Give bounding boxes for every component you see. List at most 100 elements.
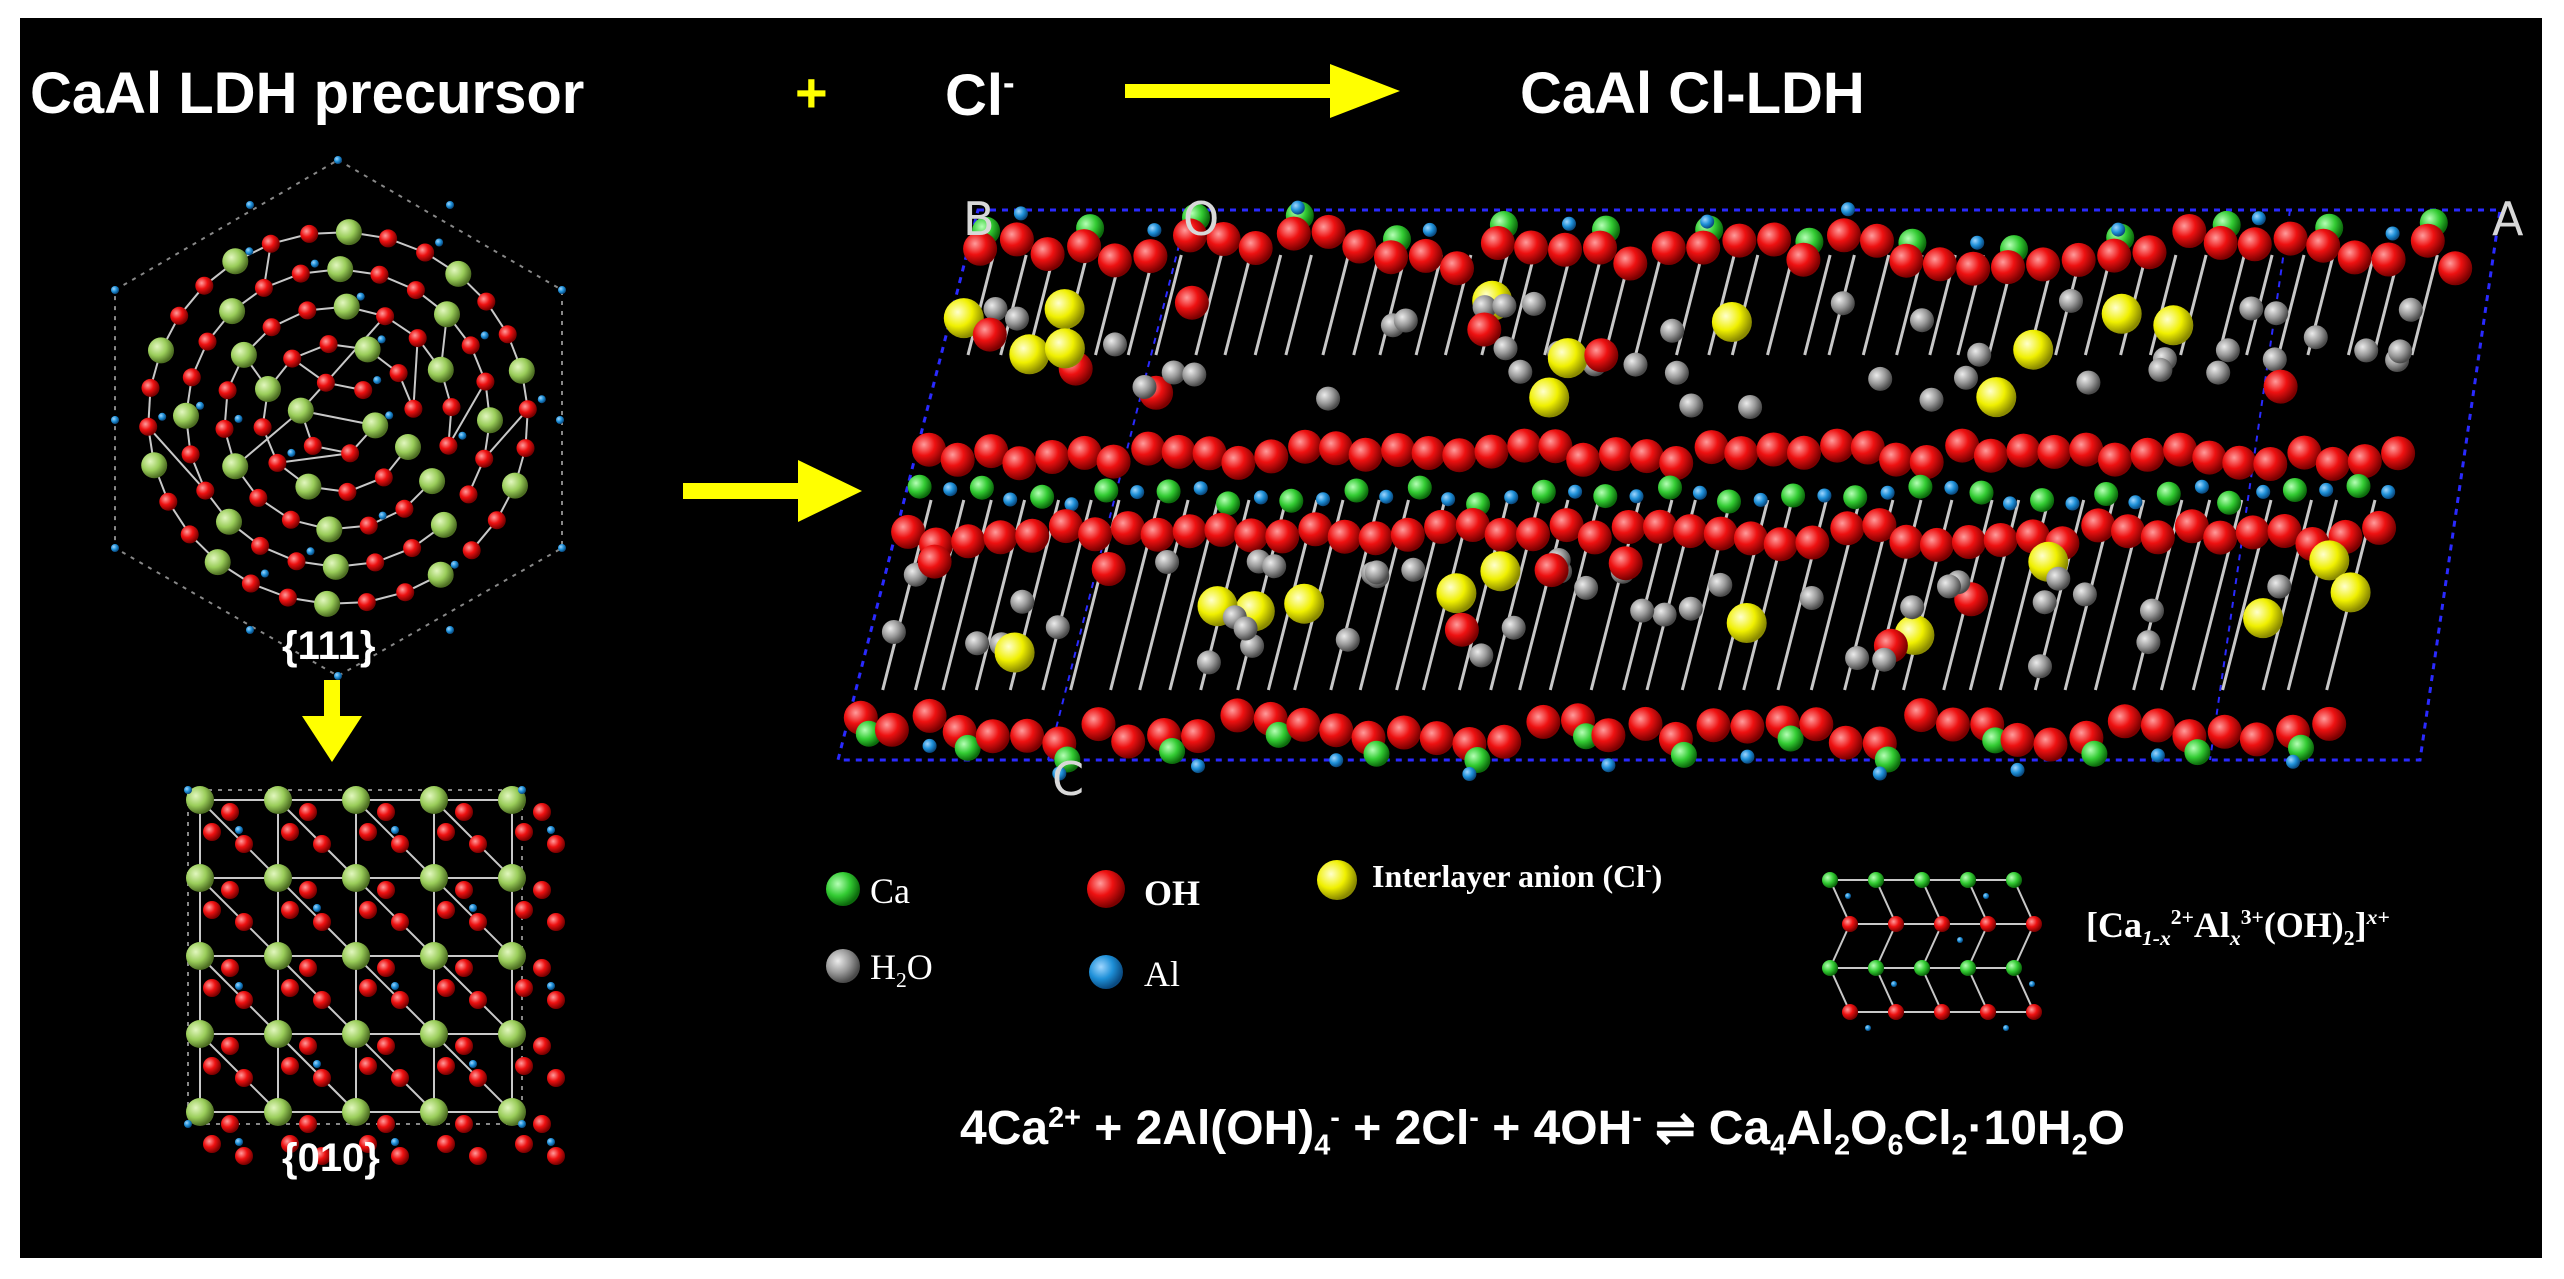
oh-atom (359, 1057, 377, 1075)
oh-atom (1611, 510, 1646, 544)
oh-atom (2306, 228, 2341, 263)
oh-atom (2132, 235, 2167, 270)
water-atom (2148, 357, 2173, 382)
oh-atom (1842, 1004, 1858, 1020)
ca-atom (2288, 734, 2314, 761)
bond (1861, 254, 1891, 356)
al-atom (111, 416, 119, 424)
ca-atom (342, 1098, 370, 1126)
al-atom (1817, 488, 1832, 503)
bond (1766, 254, 1795, 356)
water-atom (1664, 360, 1689, 385)
oh-atom (547, 1147, 565, 1165)
oh-atom (963, 231, 998, 266)
oh-atom (469, 1069, 487, 1087)
chloride-atom (2153, 305, 2194, 346)
eq-ca-charge: 2+ (1048, 1102, 1081, 1134)
ca-atom (1407, 475, 1432, 500)
ca-atom (1822, 960, 1838, 976)
legend-anion-charge: - (1645, 859, 1652, 881)
oh-atom (377, 881, 395, 899)
bond (1875, 879, 1897, 925)
water-atom (881, 620, 906, 644)
ca-atom (1670, 741, 1697, 768)
al-atom (111, 544, 119, 552)
eq-equilibrium: ⇌ (1641, 1102, 1709, 1155)
oh-atom (403, 539, 422, 558)
bond (1967, 879, 1989, 925)
eq-cl: + 2Cl (1339, 1102, 1470, 1155)
oh-atom (299, 1115, 317, 1133)
oh-atom (1444, 612, 1479, 647)
ca-atom (502, 472, 528, 499)
oh-atom (1419, 721, 1454, 756)
water-atom (1401, 557, 1426, 582)
al-atom (306, 547, 315, 556)
oh-atom (1696, 708, 1731, 743)
oh-atom (515, 1135, 533, 1153)
oh-atom (253, 418, 272, 437)
oh-atom (281, 1057, 299, 1075)
oh-atom (281, 823, 299, 841)
ca-atom (1781, 483, 1806, 508)
water-atom (1233, 616, 1258, 641)
hexagonal-structure-111 (111, 156, 566, 680)
oh-atom (1922, 247, 1957, 282)
oh-atom (2192, 440, 2227, 475)
oh-atom (1583, 230, 1617, 265)
eq-p-ca: Ca (1708, 1102, 1771, 1155)
ca-atom (1960, 872, 1976, 888)
oh-atom (221, 803, 239, 821)
oh-atom (1078, 517, 1113, 552)
ca-atom (1265, 721, 1292, 748)
water-atom (2398, 297, 2423, 322)
al-atom (260, 569, 269, 578)
oh-atom (2267, 514, 2302, 548)
ca-atom (420, 786, 448, 814)
water-atom (1937, 574, 1961, 599)
oh-atom (983, 520, 1018, 555)
oh-atom (1111, 511, 1145, 546)
oh-atom (2111, 514, 2145, 549)
ca-atom (1969, 480, 1994, 505)
oh-atom (1467, 312, 1502, 347)
formula-close: ] (2354, 905, 2367, 945)
water-atom (2136, 630, 2161, 655)
ca-atom (508, 357, 535, 384)
oh-atom (455, 959, 473, 977)
ca-atom (1717, 489, 1741, 514)
eq-oh-charge: - (1632, 1102, 1642, 1134)
oh-atom (912, 432, 946, 467)
ca-atom (430, 511, 457, 538)
oh-atom (313, 913, 331, 931)
oh-atom (1484, 517, 1519, 552)
oh-atom (515, 823, 533, 841)
formula-sub1: 1-x (2142, 926, 2171, 951)
oh-atom (462, 541, 481, 560)
al-atom (1130, 485, 1145, 500)
al-atom (1013, 206, 1028, 221)
chloride-atom (1976, 377, 2017, 418)
oh-atom (391, 1069, 409, 1087)
al-atom (235, 826, 243, 834)
oh-atom (139, 417, 158, 436)
oh-atom (1254, 439, 1289, 474)
oh-atom (1722, 223, 1757, 258)
water-atom (1262, 554, 1287, 579)
ca-atom (222, 453, 249, 480)
oh-atom (1091, 552, 1126, 586)
eq-ca: 4Ca (960, 1102, 1049, 1155)
oh-atom (1945, 428, 1980, 463)
oh-atom (2207, 714, 2242, 749)
al-atom (287, 448, 296, 457)
chloride-atom (1711, 302, 1752, 342)
al-atom (1003, 492, 1018, 507)
ca-atom (2184, 739, 2211, 766)
bond (1543, 254, 1572, 356)
bond (1352, 254, 1381, 356)
oh-atom (912, 698, 947, 733)
oh-atom (313, 1147, 331, 1165)
oh-atom (1538, 429, 1573, 464)
water-atom (983, 297, 1008, 321)
oh-atom (999, 222, 1034, 257)
